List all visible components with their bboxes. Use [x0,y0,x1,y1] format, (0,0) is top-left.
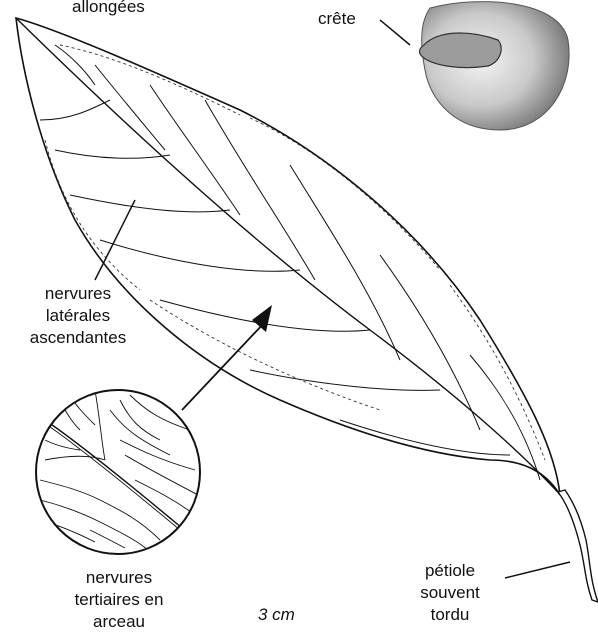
label-elongated: allongées [72,0,145,18]
label-lateral-veins-line-3: ascendantes [2,327,154,349]
label-lateral-veins: nervures latérales ascendantes [2,283,154,349]
tertiary-vein-magnifier [36,390,200,555]
label-petiole-line-2: souvent [405,582,495,604]
label-crest: crête [318,8,356,30]
label-petiole-line-1: pétiole [405,560,495,582]
label-scale: 3 cm [258,604,295,626]
label-petiole-line-3: tordu [405,604,495,626]
petiole-pointer-line [505,562,570,578]
label-lateral-veins-line-2: latérales [2,305,154,327]
label-lateral-veins-line-1: nervures [2,283,154,305]
label-petiole: pétiole souvent tordu [405,560,495,626]
acorn-drawing [420,2,570,130]
label-tertiary-veins-line-1: nervures [48,567,190,589]
label-tertiary-veins-line-2: tertiaires en [48,589,190,611]
crest-pointer-line [380,20,410,45]
petiole [558,490,598,602]
label-tertiary-veins: nervures tertiaires en arceau [48,567,190,633]
label-tertiary-veins-line-3: arceau [48,611,190,633]
